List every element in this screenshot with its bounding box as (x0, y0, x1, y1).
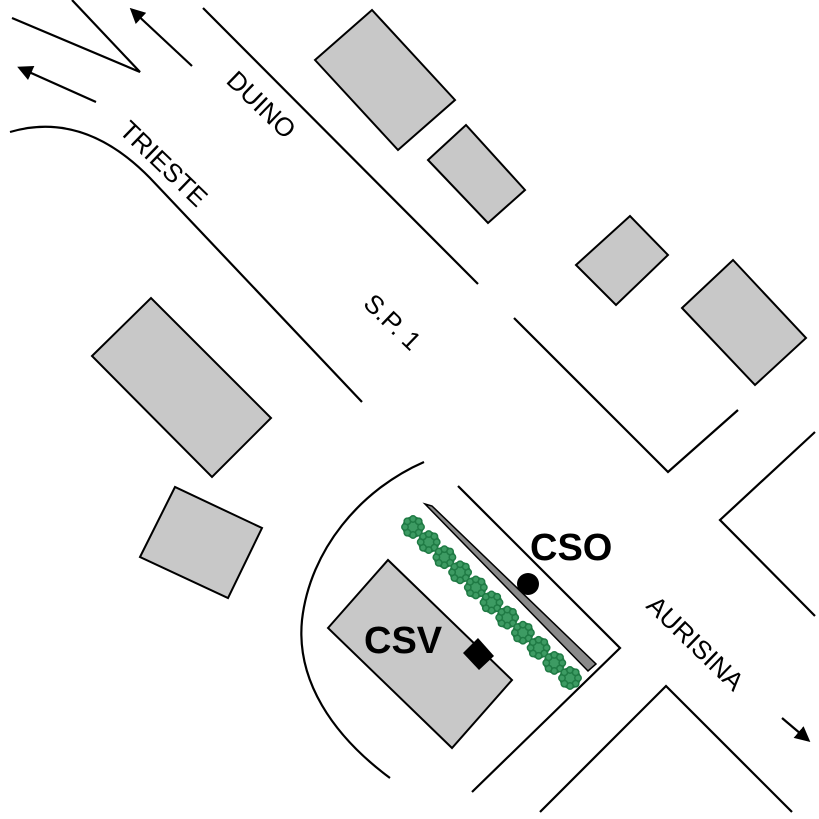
duino-road-edge (202, 7, 479, 285)
east-road-edge (718, 431, 816, 617)
shrub-icon (495, 605, 520, 630)
shrub-icon (432, 545, 457, 570)
shrub-icon (558, 666, 582, 690)
building (138, 485, 264, 600)
duino-label: DUINO (221, 65, 302, 145)
shrub-icon (510, 620, 535, 645)
building (313, 8, 457, 152)
aurisina-label: AURISINA (641, 590, 751, 697)
sp1-label: S.P. 1 (358, 288, 427, 356)
direction-arrows (17, 7, 811, 742)
shrub-icon (448, 560, 473, 585)
building (574, 214, 670, 307)
junction-corner-edge (513, 317, 739, 474)
csv-label: CSV (364, 620, 443, 662)
road-network (9, 0, 816, 813)
barrier-strip (422, 502, 598, 673)
square-marker-icon (463, 638, 494, 670)
shrub-icon (542, 650, 567, 675)
building (426, 123, 527, 225)
trieste-road-edge (9, 125, 363, 403)
csv-building (326, 558, 514, 750)
building (680, 258, 808, 387)
buildings (90, 8, 808, 750)
shrub-icon (401, 515, 425, 539)
shrub-icon (416, 530, 441, 555)
lower-curve-edge (300, 460, 425, 779)
arrow-icon (781, 717, 811, 742)
parcel-edge (457, 485, 622, 793)
arrow-icon (129, 7, 193, 67)
shrub-icon (479, 590, 504, 615)
trieste-label: TRIESTE (114, 115, 214, 213)
circle-marker-icon (517, 573, 539, 595)
south-road-edge (539, 684, 793, 813)
cso-label: CSO (530, 527, 612, 569)
arrow-icon (17, 66, 97, 104)
shrub-icon (463, 575, 488, 600)
road-fork-edge (11, 0, 141, 74)
building (90, 296, 273, 479)
hedge (401, 515, 582, 690)
